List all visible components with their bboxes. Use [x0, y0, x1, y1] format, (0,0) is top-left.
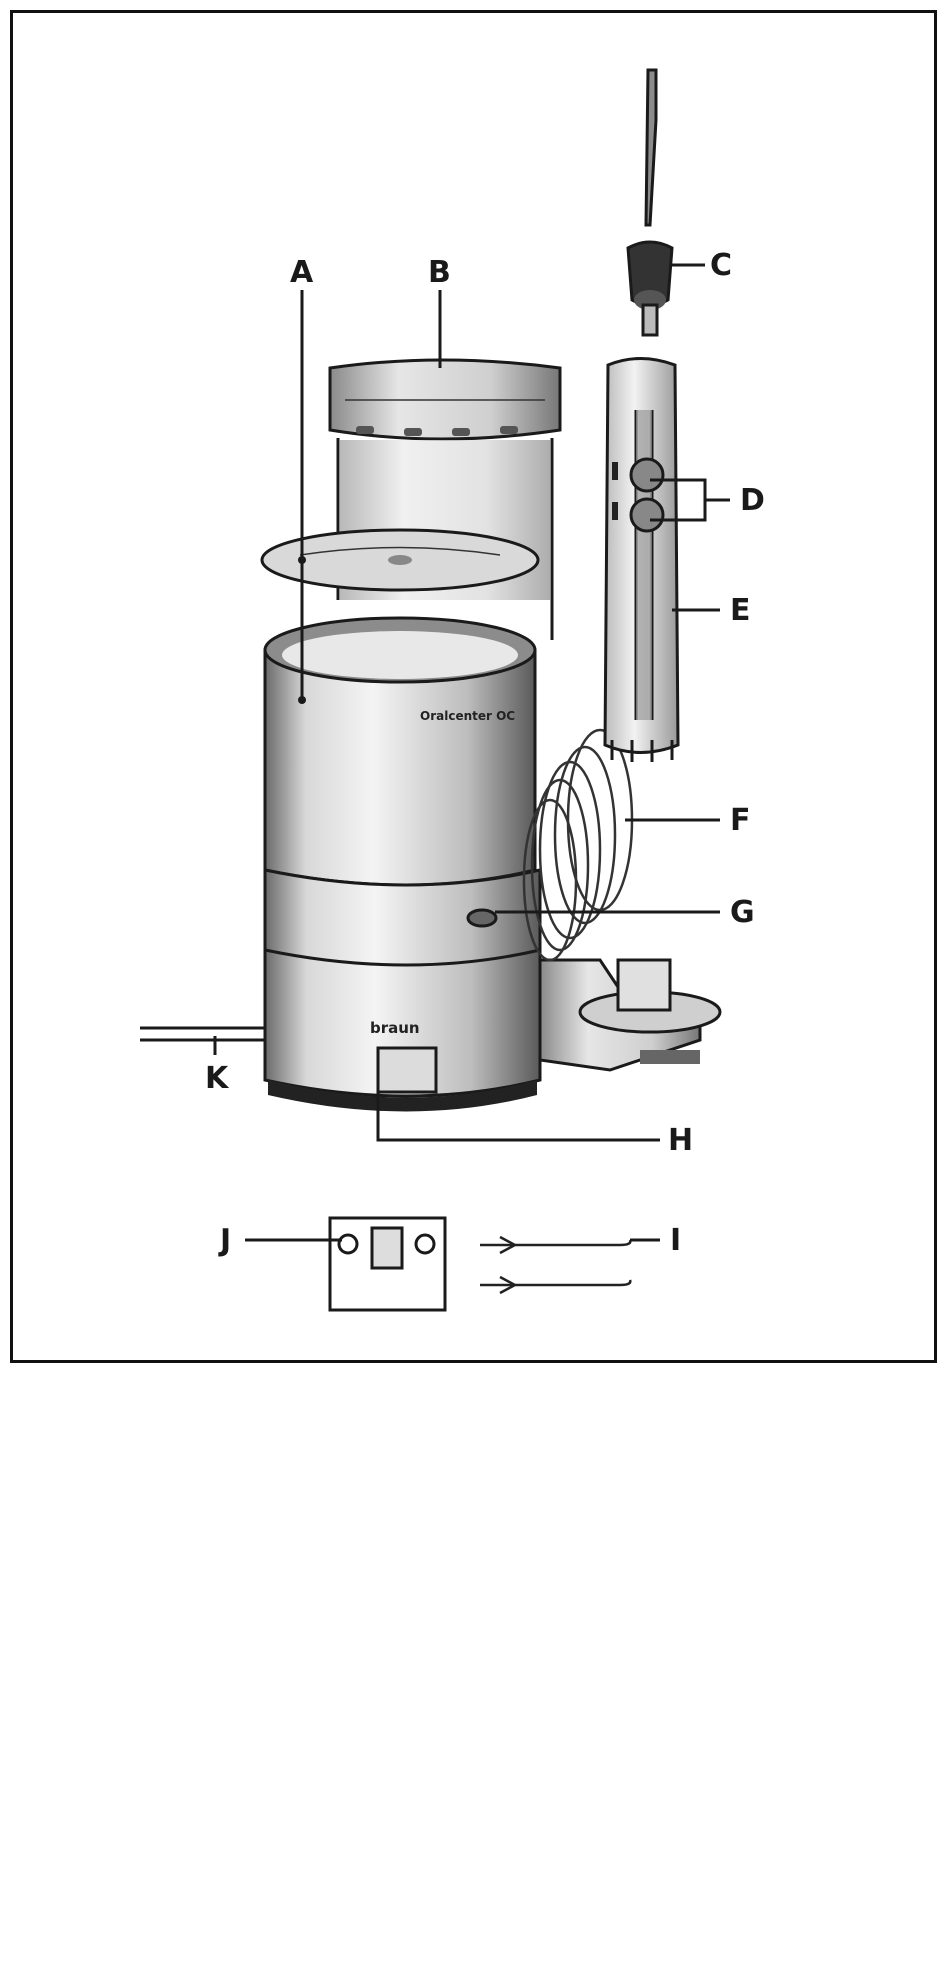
power-switch-g	[468, 910, 496, 926]
upper-cylinder: Oralcenter OC	[265, 618, 535, 885]
label-j: J	[218, 1223, 231, 1258]
handle-stand-base	[540, 960, 720, 1070]
hose-coil-f	[524, 730, 632, 960]
label-k: K	[205, 1061, 230, 1096]
power-cord-k	[140, 1028, 265, 1040]
base-unit: braun	[140, 870, 540, 1112]
label-f: F	[730, 803, 751, 838]
model-text: Oralcenter OC	[420, 709, 515, 723]
color-rings-i	[480, 1237, 630, 1293]
label-b: B	[428, 255, 451, 290]
label-c: C	[710, 248, 732, 283]
handle-part-e	[605, 359, 678, 763]
label-i: I	[670, 1223, 681, 1258]
label-e: E	[730, 593, 751, 628]
jet-nozzle-c	[628, 70, 672, 335]
charger-button-h	[378, 1048, 436, 1092]
mode-button-top-d	[631, 459, 663, 491]
label-d: D	[740, 483, 765, 518]
label-a: A	[290, 255, 314, 290]
wall-bracket-j	[330, 1218, 445, 1310]
brand-logo-text: braun	[370, 1019, 420, 1037]
label-h: H	[668, 1123, 693, 1158]
label-g: G	[730, 895, 755, 930]
cover-part-b	[330, 360, 560, 640]
mode-button-bottom-d	[631, 499, 663, 531]
